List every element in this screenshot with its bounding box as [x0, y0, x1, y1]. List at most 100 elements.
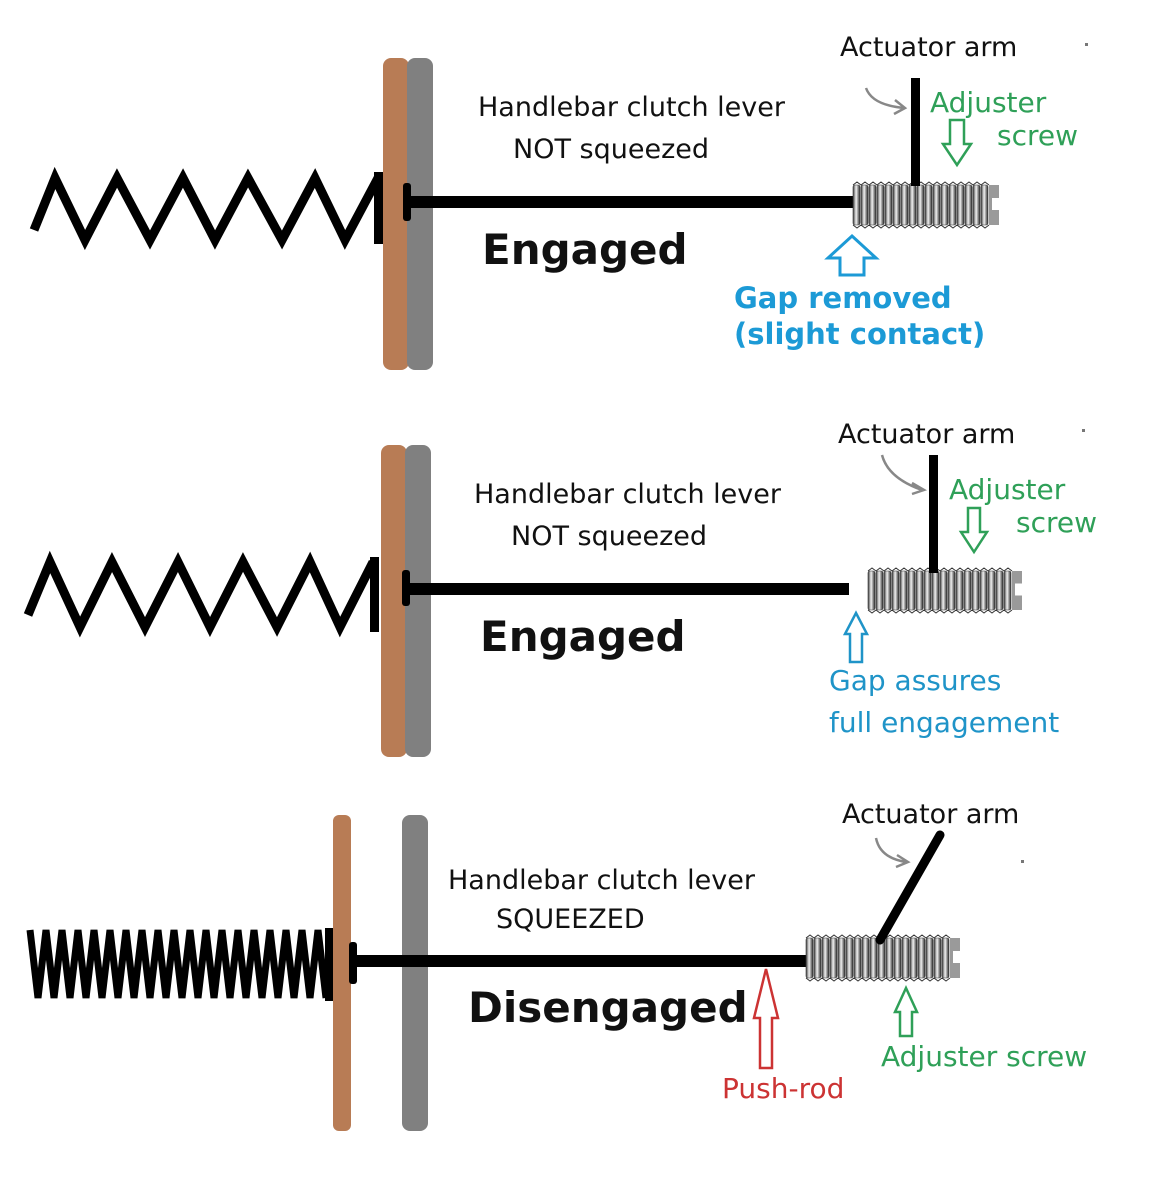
screw-thread — [813, 937, 822, 979]
screw-thread — [931, 570, 940, 611]
pressure-plate — [381, 445, 407, 757]
pressure-plate — [333, 815, 351, 1131]
screw-crest-top — [852, 181, 990, 186]
screw-thread — [892, 184, 901, 226]
spring-end-plate — [325, 928, 334, 1001]
friction-plate — [405, 445, 431, 757]
adjuster-screw — [867, 567, 1023, 614]
adjuster-label-line1: Adjuster — [949, 473, 1066, 506]
screw-thread — [853, 937, 862, 979]
screw-crest-bottom — [805, 977, 951, 982]
adjuster-screw — [852, 181, 1000, 229]
screw-thread — [884, 184, 893, 226]
speck — [1085, 43, 1088, 46]
screw-thread — [861, 937, 870, 979]
adjuster-label-line2: screw — [1016, 506, 1097, 539]
adjuster-label-line2: screw — [997, 119, 1078, 152]
screw-thread — [867, 570, 876, 611]
gap-up-arrow — [842, 610, 870, 664]
actuator-arm — [911, 78, 920, 186]
screw-thread — [972, 184, 981, 226]
clutch-spring-compressed — [26, 929, 330, 999]
lever-label-line2: NOT squeezed — [513, 134, 709, 165]
screw-thread — [916, 184, 925, 226]
lever-label-line2: NOT squeezed — [511, 521, 707, 552]
speck — [1021, 860, 1024, 863]
screw-thread — [932, 184, 941, 226]
screw-crest-top — [867, 567, 1013, 572]
spring-end-plate — [374, 172, 383, 244]
push-rod — [405, 196, 853, 208]
screw-thread — [995, 570, 1004, 611]
screw-thread — [901, 937, 910, 979]
screw-thread — [923, 570, 932, 611]
actuator-arm-label: Actuator arm — [840, 32, 1017, 63]
screw-thread — [971, 570, 980, 611]
lever-label-line1: Handlebar clutch lever — [474, 479, 782, 510]
screw-thread — [933, 937, 942, 979]
gap-label-line1: Gap removed — [734, 281, 952, 315]
gap-label-line1: Gap assures — [829, 664, 1001, 697]
push-rod — [352, 955, 807, 967]
screw-thread — [900, 184, 909, 226]
screw-thread — [925, 937, 934, 979]
screw-thread — [893, 937, 902, 979]
lever-label-line1: Handlebar clutch lever — [478, 92, 786, 123]
actuator-pointer-arrow — [864, 87, 908, 116]
screw-thread — [956, 184, 965, 226]
screw-thread — [947, 570, 956, 611]
lever-label-line1: Handlebar clutch lever — [448, 865, 756, 896]
adjuster-up-arrow — [893, 984, 919, 1038]
screw-thread — [821, 937, 830, 979]
screw-thread — [941, 937, 950, 979]
screw-slot — [953, 951, 961, 963]
spring-end-plate — [370, 557, 379, 632]
friction-plate — [407, 58, 433, 370]
panel-engaged-gap-removed: Actuator arm Handlebar clutch lever NOT … — [29, 32, 1078, 370]
speck — [1082, 429, 1085, 432]
panel-engaged-gap: Actuator arm Handlebar clutch lever NOT … — [23, 419, 1097, 757]
actuator-arm-label: Actuator arm — [842, 799, 1019, 830]
screw-thread — [883, 570, 892, 611]
actuator-pointer-arrow — [874, 837, 911, 869]
adjuster-screw — [805, 934, 961, 982]
screw-thread — [909, 937, 918, 979]
screw-thread — [891, 570, 900, 611]
actuator-arm — [929, 455, 938, 573]
actuator-pointer-arrow — [880, 454, 928, 496]
pressure-plate — [383, 58, 409, 370]
screw-thread — [885, 937, 894, 979]
push-rod — [404, 583, 849, 595]
screw-thread — [852, 184, 861, 226]
clutch-spring — [23, 550, 378, 638]
screw-thread — [980, 184, 989, 226]
lever-label-line2: SQUEEZED — [496, 904, 645, 935]
screw-thread — [875, 570, 884, 611]
state-label: Engaged — [482, 225, 688, 274]
state-label: Disengaged — [468, 983, 748, 1032]
panel-disengaged: Actuator arm Handlebar clutch lever SQUE… — [26, 799, 1087, 1131]
screw-thread — [917, 937, 926, 979]
adjuster-down-arrow — [940, 118, 974, 168]
screw-thread — [899, 570, 908, 611]
screw-thread — [915, 570, 924, 611]
screw-thread — [907, 570, 916, 611]
screw-thread — [963, 570, 972, 611]
actuator-arm — [875, 830, 945, 945]
screw-crest-bottom — [867, 609, 1013, 614]
screw-thread — [868, 184, 877, 226]
state-label: Engaged — [480, 612, 686, 661]
screw-thread — [837, 937, 846, 979]
screw-crest-bottom — [852, 224, 990, 229]
gap-up-arrow — [824, 233, 880, 277]
friction-plate — [402, 815, 428, 1131]
screw-thread — [845, 937, 854, 979]
screw-thread — [829, 937, 838, 979]
gap-label-line2: full engagement — [829, 706, 1059, 739]
screw-thread — [940, 184, 949, 226]
screw-thread — [924, 184, 933, 226]
screw-thread — [860, 184, 869, 226]
screw-thread — [979, 570, 988, 611]
screw-thread — [955, 570, 964, 611]
screw-thread — [964, 184, 973, 226]
